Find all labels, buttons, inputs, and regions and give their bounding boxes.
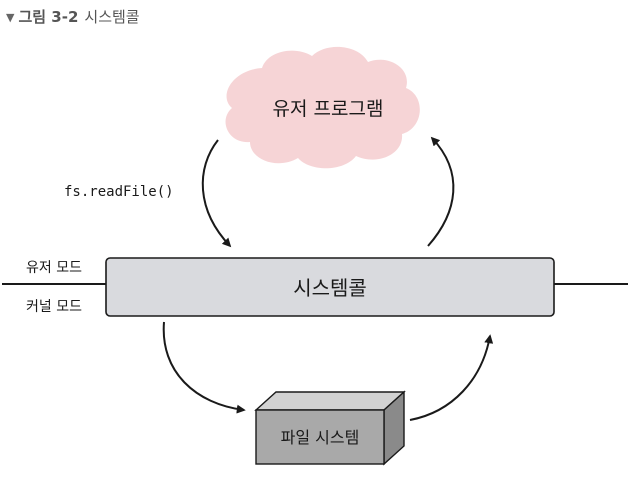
user-mode-label: 유저 모드: [26, 260, 82, 276]
user-program-label: 유저 프로그램: [273, 98, 384, 120]
box-top-face: [254, 391, 406, 411]
arrow-filesystem-to-syscall: [409, 334, 494, 421]
system-call-bar: 시스템콜: [105, 257, 555, 317]
box-front-face: [255, 409, 385, 465]
arrow-user-to-syscall: [201, 139, 232, 248]
arrow-syscall-to-user: [427, 136, 455, 247]
arrow-syscall-to-filesystem: [162, 321, 246, 414]
user-program-cloud: 유저 프로그램: [225, 46, 420, 169]
caption-number: 그림 3-2: [18, 8, 79, 26]
caption-triangle-icon: ▼: [6, 11, 15, 24]
system-call-rect: [105, 257, 555, 317]
figure-caption: ▼그림 3-2 시스템콜: [6, 6, 140, 27]
cloud-shape: [225, 46, 420, 169]
file-system-box: 파일 시스템: [254, 390, 406, 466]
kernel-mode-label: 커널 모드: [26, 299, 82, 315]
caption-title: 시스템콜: [84, 8, 140, 26]
file-system-label: 파일 시스템: [281, 428, 360, 447]
function-call-label: fs.readFile(): [64, 184, 174, 200]
system-call-label: 시스템콜: [293, 276, 367, 300]
